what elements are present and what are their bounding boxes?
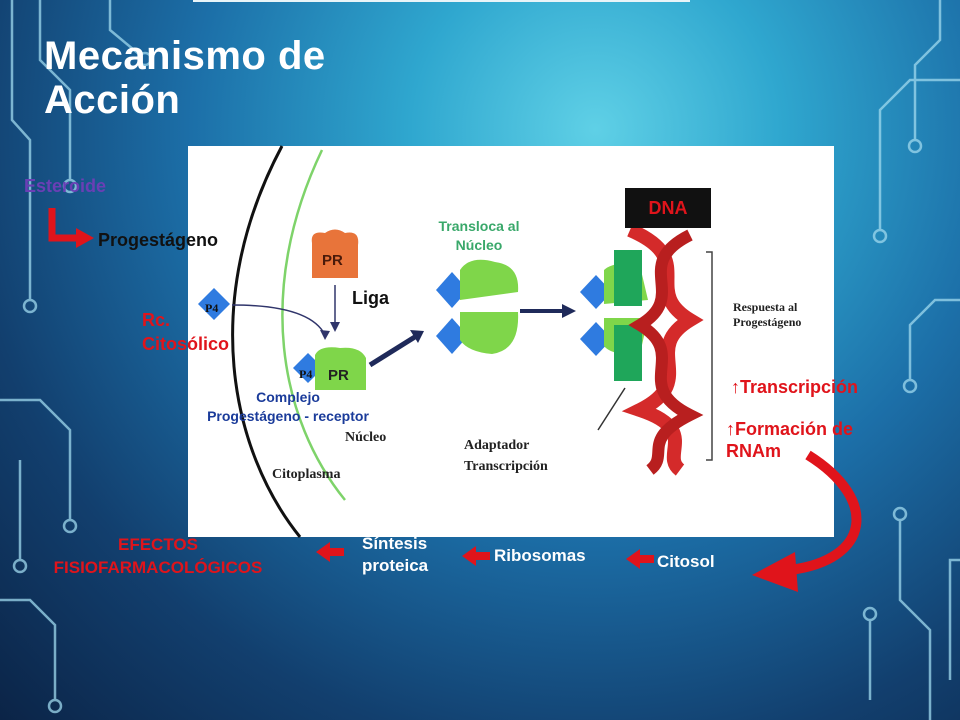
p4-label-free: P4 xyxy=(205,301,218,315)
complex-p4-pr xyxy=(293,347,366,390)
adaptor-pointer xyxy=(597,387,626,431)
dna-helix xyxy=(614,223,704,476)
label-citosol: Citosol xyxy=(657,552,715,571)
arrow-sintesis-efectos xyxy=(316,542,344,562)
binding-arrow xyxy=(231,304,326,336)
p4-label-complex: P4 xyxy=(299,367,312,381)
response-bracket xyxy=(706,251,713,461)
pr-label-complex: PR xyxy=(328,367,349,384)
receptor-dimer xyxy=(436,259,519,354)
curved-arrow-head xyxy=(752,552,798,592)
pr-receptor-free xyxy=(311,229,359,278)
nuclear-membrane xyxy=(281,149,346,501)
label-transloca: Transloca al Núcleo xyxy=(438,218,520,253)
label-citoplasma: Citoplasma xyxy=(272,467,341,482)
label-sintesis: Síntesis proteica xyxy=(362,534,429,575)
label-rc-citosolico: Rc. Citosólico xyxy=(142,310,230,354)
red-arrow-esteroide xyxy=(48,208,94,248)
top-rule xyxy=(193,0,690,2)
label-complejo: Complejo Progestágeno - receptor xyxy=(207,389,369,424)
label-ribosomas: Ribosomas xyxy=(494,546,586,565)
label-efectos: EFECTOS FISIOFARMACOLÓGICOS xyxy=(53,535,263,577)
page-title: Mecanismo de Acción xyxy=(44,34,326,122)
curved-red-arrow xyxy=(789,450,862,575)
arrow-ribosomas-sintesis xyxy=(462,546,490,566)
translocation-arrow-1 xyxy=(368,332,420,368)
dna-label: DNA xyxy=(625,188,711,228)
label-respuesta: Respuesta al Progestágeno xyxy=(733,300,802,329)
label-transcripcion: ↑Transcripción xyxy=(731,377,859,397)
label-progestageno: Progestágeno xyxy=(98,230,219,250)
p4-molecule-free xyxy=(198,288,230,320)
label-formacion: ↑Formación de RNAm xyxy=(726,419,854,461)
label-nucleo: Núcleo xyxy=(345,430,387,445)
cell-membrane xyxy=(231,145,302,538)
pr-label-free: PR xyxy=(322,252,343,269)
arrow-citosol-ribosomas xyxy=(626,549,654,569)
label-liga: Liga xyxy=(352,288,390,308)
label-esteroide: Esteroide xyxy=(24,176,107,196)
label-adaptador: Adaptador Transcripción xyxy=(464,438,548,474)
